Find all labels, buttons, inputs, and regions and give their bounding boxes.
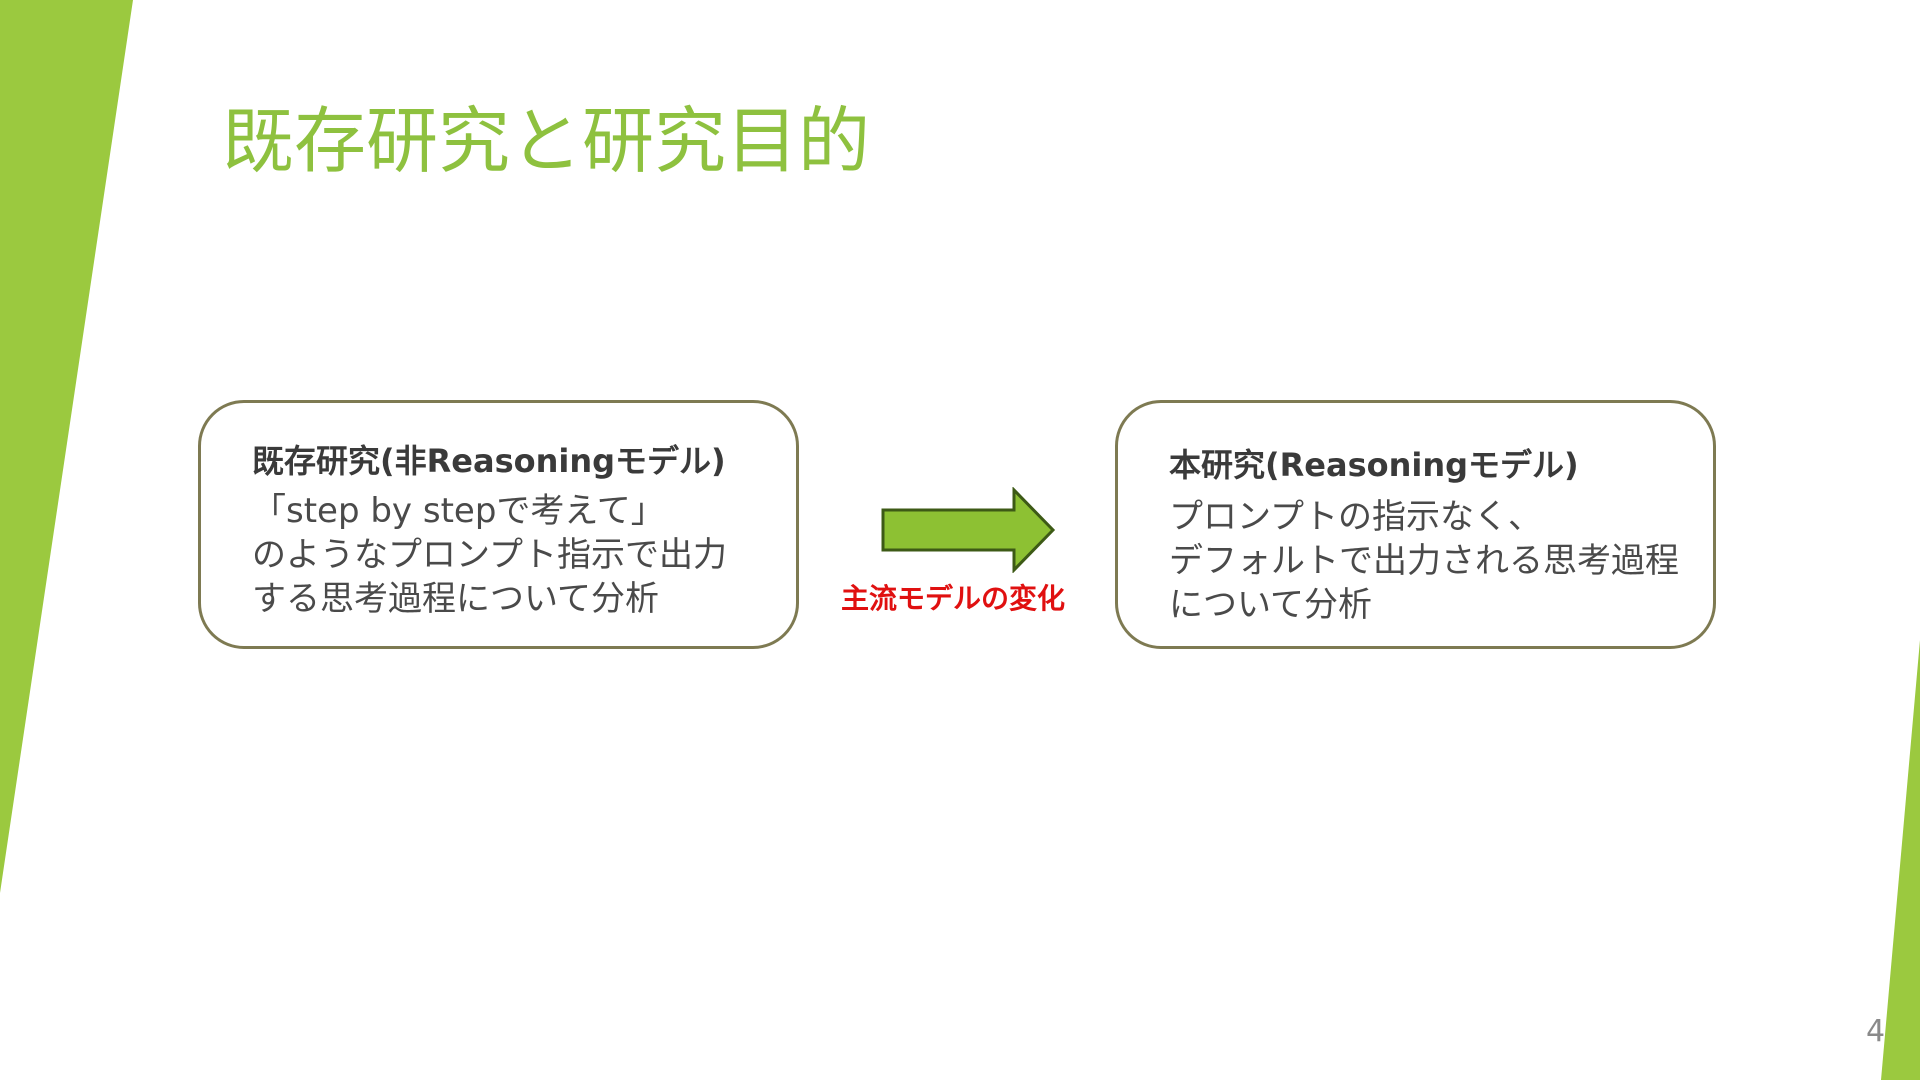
this-research-heading: 本研究(Reasoningモデル): [1169, 446, 1579, 484]
page-number: 4: [1866, 1014, 1886, 1049]
this-research-description: プロンプトの指示なく、 デフォルトで出力される思考過程 について分析: [1169, 495, 1679, 627]
this-research-box: 本研究(Reasoningモデル) プロンプトの指示なく、 デフォルトで出力され…: [1115, 400, 1716, 649]
existing-research-heading: 既存研究(非Reasoningモデル): [252, 442, 726, 480]
right-arrow-icon: [881, 487, 1056, 573]
description-line: のようなプロンプト指示で出力: [252, 535, 727, 575]
slide-title: 既存研究と研究目的: [222, 99, 871, 183]
description-line: について分析: [1169, 585, 1372, 625]
existing-research-box: 既存研究(非Reasoningモデル) 「step by stepで考えて」 の…: [198, 400, 799, 649]
description-line: プロンプトの指示なく、: [1169, 497, 1542, 537]
existing-research-description: 「step by stepで考えて」 のようなプロンプト指示で出力 する思考過程…: [252, 489, 727, 621]
model-shift-label: 主流モデルの変化: [841, 582, 1066, 615]
description-line: 「step by stepで考えて」: [252, 491, 665, 531]
right-accent-stripe: [1881, 640, 1920, 1080]
description-line: する思考過程について分析: [252, 579, 659, 619]
description-line: デフォルトで出力される思考過程: [1169, 541, 1679, 581]
left-accent-stripe: [0, 0, 133, 893]
